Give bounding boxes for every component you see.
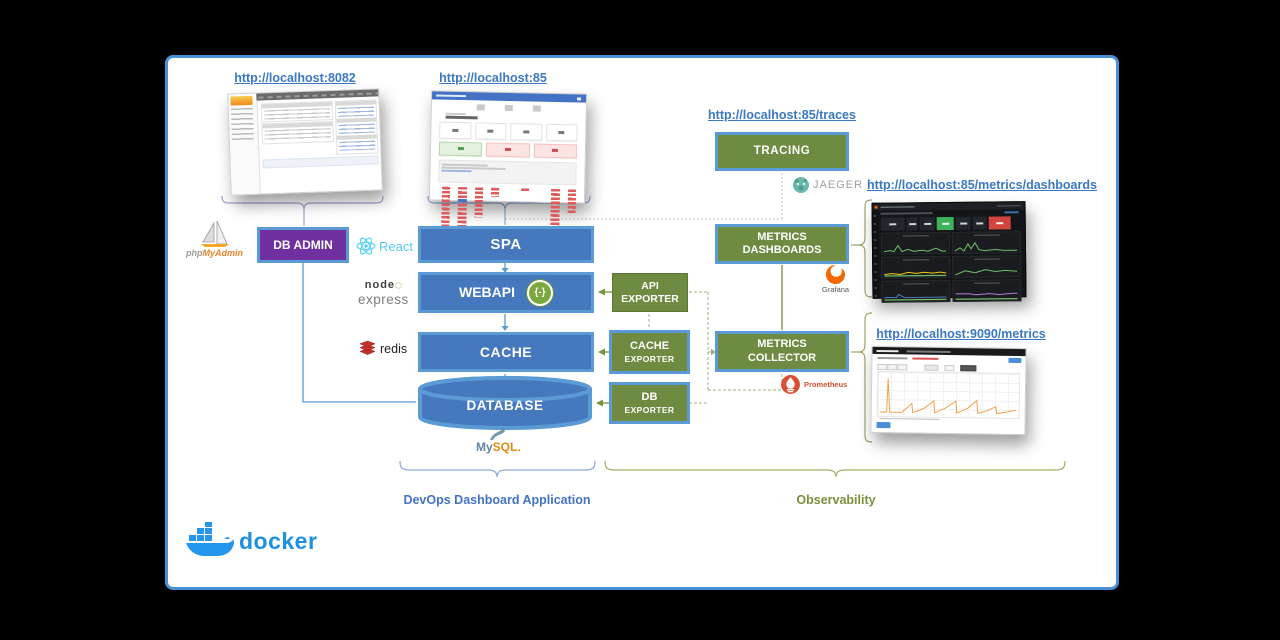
grafana-logo: Grafana: [822, 264, 849, 294]
metrics-dashboards-box: METRICS DASHBOARDS: [715, 224, 849, 264]
mysql-dolphin-icon: [490, 428, 506, 440]
link-traces-url[interactable]: http://localhost:85/traces: [708, 108, 856, 122]
react-atom-icon: [356, 237, 376, 255]
spa-screenshot-topbar: [431, 91, 587, 103]
docker-whale-icon: [186, 522, 234, 556]
db-exporter-box: DB EXPORTER: [609, 382, 690, 424]
database-label: DATABASE: [466, 398, 544, 413]
grafana-side-rail: [872, 210, 879, 298]
cache-exporter-box: CACHE EXPORTER: [609, 330, 690, 374]
grafana-swirl-icon: [826, 264, 846, 285]
phpmyadmin-result-panel: [261, 121, 335, 145]
node-express-logo: node⬡ express: [358, 276, 409, 307]
db-exporter-line2: EXPORTER: [624, 404, 675, 415]
prometheus-screenshot: [870, 345, 1027, 436]
phpmyadmin-info-panel: [334, 99, 379, 155]
express-logo-text: express: [358, 291, 409, 307]
mysql-logo: MySQL.: [476, 427, 521, 453]
spa-status-cards: [438, 141, 578, 158]
link-prometheus-url[interactable]: http://localhost:9090/metrics: [876, 327, 1046, 341]
spa-stat-cards: [439, 121, 578, 141]
webapi-box: WEBAPI {-}: [418, 272, 594, 313]
observability-group-label: Observability: [796, 493, 876, 507]
node-logo-text: node: [364, 279, 396, 291]
db-admin-box: DB ADMIN: [257, 227, 349, 263]
link-phpmyadmin-url[interactable]: http://localhost:8082: [234, 71, 356, 85]
docker-logo-text: docker: [239, 527, 318, 554]
spa-box: SPA: [418, 226, 594, 263]
docker-logo: docker: [186, 522, 317, 560]
metrics-collector-line1: METRICS: [757, 338, 807, 351]
redis-logo: redis: [358, 340, 407, 358]
phpmyadmin-toolbar: [256, 89, 379, 101]
openapi-icon: {-}: [527, 279, 553, 306]
jaeger-logo-text: JAEGER: [813, 179, 864, 191]
tracing-box: TRACING: [715, 132, 849, 171]
grafana-screenshot: [871, 201, 1027, 303]
phpmyadmin-screenshot: [227, 88, 383, 196]
metrics-dashboards-line2: DASHBOARDS: [742, 244, 822, 256]
phpmyadmin-query-panel: [260, 101, 334, 123]
db-exporter-line1: DB: [641, 391, 658, 404]
grafana-stat-tiles: [880, 216, 1021, 231]
phpmyadmin-logo-mark: [230, 95, 253, 106]
spa-screenshot-icons: [432, 103, 586, 112]
devops-group-label: DevOps Dashboard Application: [403, 493, 591, 507]
prometheus-footer-text: [879, 417, 940, 420]
prometheus-logo: Prometheus: [780, 374, 847, 395]
link-grafana-url[interactable]: http://localhost:85/metrics/dashboards: [867, 178, 1097, 192]
cache-exporter-line1: CACHE: [629, 340, 670, 353]
redis-stack-icon: [359, 340, 376, 355]
phpmyadmin-footer-strip: [262, 155, 379, 169]
react-logo-text: React: [379, 238, 413, 254]
prometheus-chart: [876, 371, 1021, 419]
grafana-panel-grid: [880, 231, 1022, 303]
api-exporter-line2: EXPORTER: [621, 292, 679, 305]
jaeger-mascot-icon: [793, 177, 809, 193]
metrics-collector-line2: COLLECTOR: [747, 351, 817, 364]
phpmyadmin-logo: phpMyAdmin: [186, 221, 243, 258]
prometheus-logo-text: Prometheus: [804, 380, 848, 389]
api-exporter-box: API EXPORTER: [612, 273, 688, 312]
spa-filter-panel: [438, 159, 577, 185]
grafana-logo-text: Grafana: [822, 285, 850, 294]
phpmyadmin-sidebar: [228, 93, 261, 195]
spa-screenshot-title: [445, 112, 586, 121]
link-spa-url[interactable]: http://localhost:85: [439, 71, 547, 85]
prometheus-torch-icon: [781, 375, 800, 394]
api-exporter-line1: API: [641, 279, 659, 292]
database-box: DATABASE: [415, 376, 595, 432]
redis-logo-text: redis: [380, 342, 408, 356]
spa-dashboard-screenshot: [428, 90, 588, 233]
cache-box: CACHE: [418, 332, 594, 372]
prometheus-add-graph-button: [876, 421, 891, 429]
cache-exporter-line2: EXPORTER: [624, 353, 675, 364]
phpmyadmin-sail-icon: [200, 221, 229, 247]
metrics-collector-box: METRICS COLLECTOR: [715, 331, 849, 372]
webapi-label: WEBAPI: [459, 284, 515, 301]
node-hexagon-icon: ⬡: [395, 281, 403, 290]
react-logo: React: [356, 236, 413, 256]
metrics-dashboards-line1: METRICS: [757, 230, 807, 243]
phpmyadmin-logo-text: phpMyAdmin: [186, 248, 243, 258]
jaeger-logo: JAEGER: [792, 176, 863, 194]
mysql-logo-text: MySQL.: [476, 440, 521, 454]
phpmyadmin-nav-tree: [230, 107, 254, 143]
